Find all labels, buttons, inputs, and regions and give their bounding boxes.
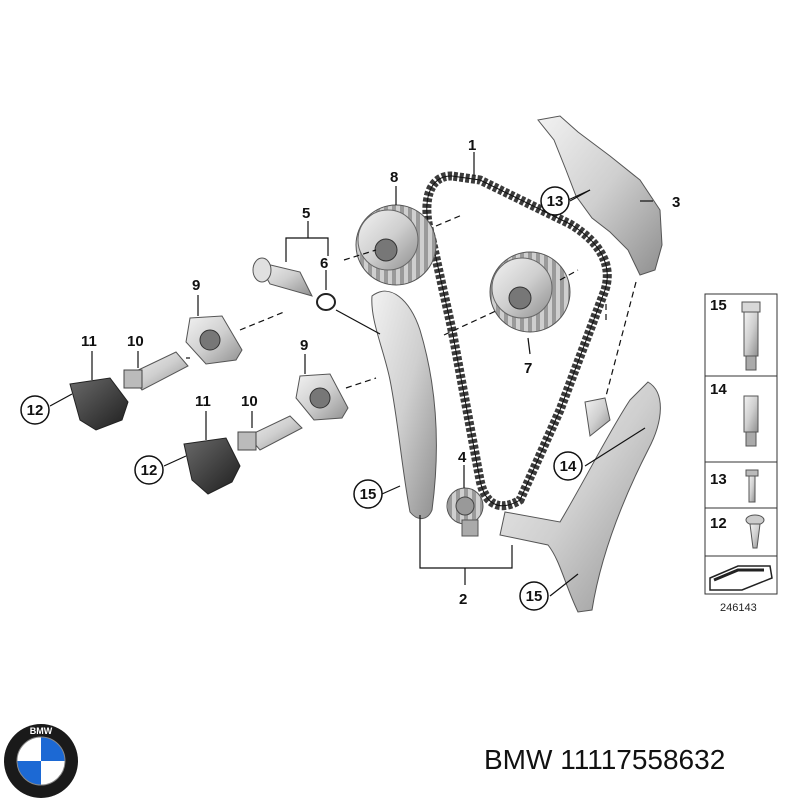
screw-12-icon: [745, 514, 765, 549]
callout-14: 14: [553, 451, 583, 481]
svg-text:15: 15: [360, 486, 377, 503]
part-number-label: BMW 11117558632: [484, 744, 726, 775]
callout-7: 7: [524, 360, 532, 377]
sensor-gear-plate-1: [185, 315, 243, 365]
central-valve-2: [237, 415, 303, 451]
callout-3: 3: [672, 194, 680, 211]
callout-6: 6: [320, 255, 328, 272]
sealing-ring: [316, 293, 336, 311]
legend-panel: 15 14 13 12: [704, 293, 778, 595]
guide-rail: [499, 381, 661, 613]
svg-text:BMW: BMW: [30, 726, 53, 736]
callout-10a: 10: [127, 333, 144, 350]
leader-lines: [49, 152, 653, 597]
legend-row-2-number: 14: [710, 381, 727, 398]
legend-row-4-number: 12: [710, 515, 727, 532]
callout-9a: 9: [192, 277, 200, 294]
tensioning-rail: [371, 290, 437, 519]
callout-8: 8: [390, 169, 398, 186]
svg-text:14: 14: [560, 458, 577, 475]
bmw-logo: BMW: [4, 724, 78, 798]
camshaft-adjuster-intake: [355, 204, 437, 286]
stud-14-icon: [743, 395, 759, 447]
upper-chain-guide: [537, 115, 663, 276]
legend-row-1-number: 15: [710, 297, 727, 314]
callout-13: 13: [540, 186, 570, 216]
camshaft-adjuster-exhaust: [489, 251, 571, 333]
callout-9b: 9: [300, 337, 308, 354]
callout-1: 1: [468, 137, 476, 154]
stud-15-icon: [741, 301, 761, 371]
callout-10b: 10: [241, 393, 258, 410]
callout-11b: 11: [195, 393, 211, 410]
arrow-bracket-icon: [709, 565, 773, 591]
svg-text:12: 12: [27, 402, 44, 419]
svg-text:13: 13: [547, 193, 564, 210]
svg-text:15: 15: [526, 588, 543, 605]
crankshaft-sprocket: [446, 487, 484, 537]
callout-12b: 12: [134, 455, 164, 485]
solenoid-valve-1: [69, 377, 129, 431]
callout-15b: 15: [519, 581, 549, 611]
legend-row-3-number: 13: [710, 471, 727, 488]
callout-5: 5: [302, 205, 310, 222]
callout-4: 4: [458, 449, 467, 466]
sensor-gear-plate-2: [295, 373, 349, 421]
callout-2: 2: [459, 591, 467, 608]
chain-tensioner: [252, 257, 313, 297]
central-valve-1: [123, 351, 189, 391]
callout-15a: 15: [353, 479, 383, 509]
bolt-13-icon: [745, 469, 759, 503]
diagram-number: 246143: [720, 602, 757, 614]
callout-11a: 11: [81, 333, 97, 350]
solenoid-valve-2: [183, 437, 241, 495]
svg-text:12: 12: [141, 462, 158, 479]
callout-12a: 12: [20, 395, 50, 425]
